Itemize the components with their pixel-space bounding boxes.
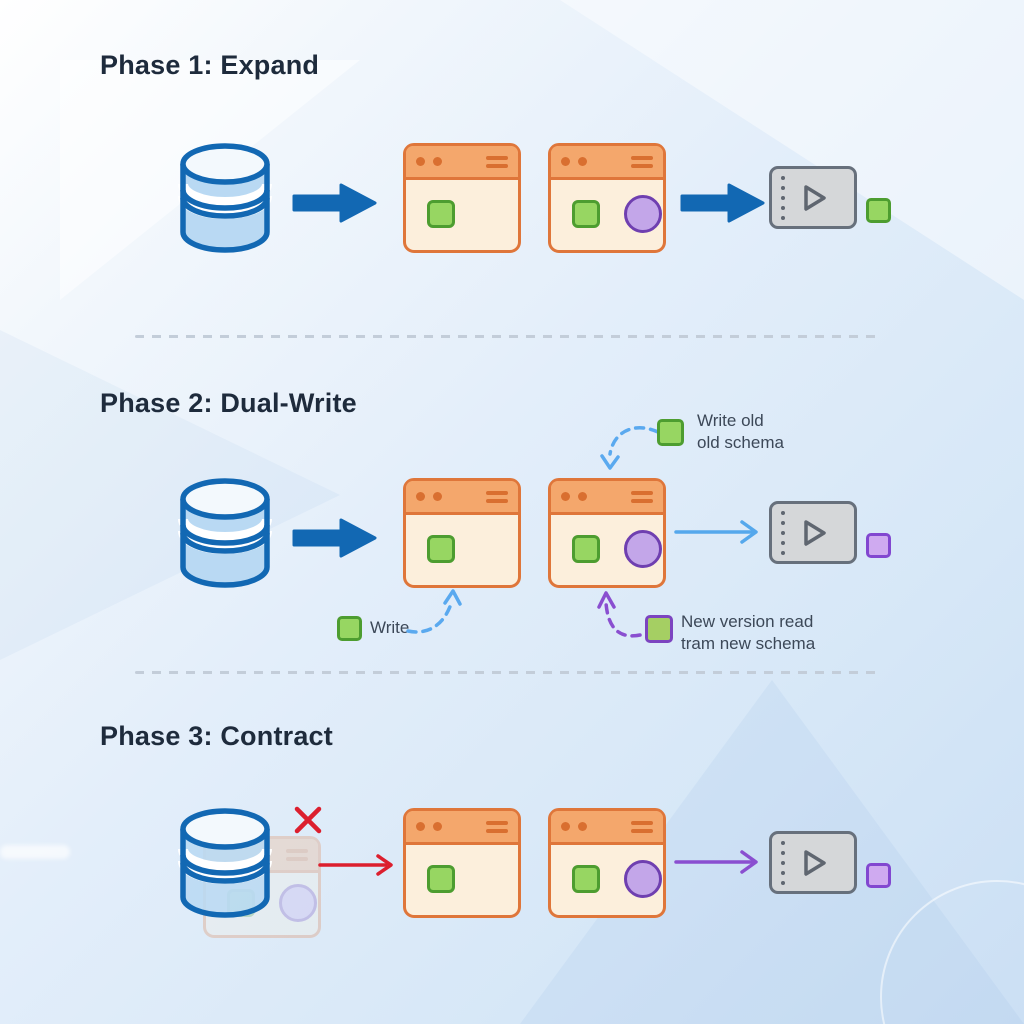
service-box-old [403, 478, 521, 588]
service-box-old [403, 808, 521, 918]
window-header [406, 481, 518, 515]
arrow-right-icon [292, 183, 377, 223]
window-header [406, 811, 518, 845]
write-old-line2: old schema [697, 433, 784, 452]
arrow-right-purple-icon [674, 850, 758, 874]
write-old-annotation: Write old old schema [697, 410, 784, 454]
menu-icon [486, 490, 508, 503]
red-x-icon [294, 806, 322, 834]
old-schema-field-icon [427, 199, 455, 228]
dashed-arrow-up-icon [406, 589, 462, 634]
play-icon [804, 184, 826, 211]
phase-divider [135, 671, 881, 674]
play-icon [804, 519, 826, 546]
dots-column-icon [781, 175, 785, 220]
window-body [406, 515, 518, 582]
window-body [406, 845, 518, 912]
consumer-reader-box [769, 831, 857, 894]
background-triangle [0, 330, 340, 660]
arrow-right-red-icon [318, 854, 393, 876]
dashed-arrow-up-icon [597, 591, 642, 638]
window-body [406, 180, 518, 247]
consumer-reader-box [769, 166, 857, 229]
old-schema-output-icon [866, 198, 891, 223]
menu-icon [286, 848, 308, 861]
new-version-line2: tram new schema [681, 634, 816, 653]
window-header [406, 146, 518, 180]
window-dot-icon [433, 822, 442, 831]
service-box-new [548, 808, 666, 918]
new-schema-field-icon [279, 883, 317, 922]
phase-1-title: Phase 1: Expand [100, 50, 320, 80]
service-box-old [403, 143, 521, 253]
old-schema-field-icon [657, 419, 684, 446]
background-streak [0, 845, 70, 859]
database-icon [178, 143, 272, 253]
new-schema-field-icon [624, 859, 662, 898]
service-box-new [548, 143, 666, 253]
dots-column-icon [781, 840, 785, 885]
window-dot-icon [561, 822, 570, 831]
old-schema-field-icon [572, 199, 600, 228]
dots-column-icon [781, 510, 785, 555]
window-dot-icon [561, 492, 570, 501]
window-header [551, 481, 663, 515]
menu-icon [631, 490, 653, 503]
consumer-reader-box [769, 501, 857, 564]
window-dot-icon [433, 492, 442, 501]
write-old-line1: Write old [697, 411, 764, 430]
window-dot-icon [416, 492, 425, 501]
window-body [551, 180, 663, 247]
window-dot-icon [561, 157, 570, 166]
window-dot-icon [578, 822, 587, 831]
arrow-right-thin-icon [674, 520, 758, 544]
new-version-field-icon [645, 615, 673, 643]
menu-icon [631, 155, 653, 168]
dashed-arrow-down-icon [600, 426, 660, 470]
new-schema-field-icon [624, 529, 662, 568]
new-schema-field-icon [624, 194, 662, 233]
window-dot-icon [433, 157, 442, 166]
play-icon [804, 849, 826, 876]
window-body [551, 515, 663, 582]
database-icon [178, 808, 272, 918]
window-dot-icon [416, 157, 425, 166]
new-version-annotation: New version read tram new schema [681, 611, 815, 655]
old-schema-field-icon [572, 864, 600, 893]
window-header [551, 146, 663, 180]
window-dot-icon [578, 492, 587, 501]
old-schema-field-icon [427, 864, 455, 893]
phase-3-title: Phase 3: Contract [100, 721, 333, 751]
window-body [551, 845, 663, 912]
old-schema-field-icon [427, 534, 455, 563]
old-schema-field-icon [572, 534, 600, 563]
new-schema-output-icon [866, 533, 891, 558]
menu-icon [631, 820, 653, 833]
new-version-line1: New version read [681, 612, 814, 631]
arrow-right-icon [292, 518, 377, 558]
database-icon [178, 478, 272, 588]
background-circle [880, 880, 1024, 1024]
new-schema-output-icon [866, 863, 891, 888]
window-dot-icon [416, 822, 425, 831]
write-annotation: Write [370, 618, 410, 637]
phase-2-title: Phase 2: Dual-Write [100, 388, 357, 418]
window-dot-icon [578, 157, 587, 166]
phase-divider [135, 335, 881, 338]
service-box-new [548, 478, 666, 588]
menu-icon [486, 155, 508, 168]
arrow-right-icon [680, 183, 765, 223]
window-header [551, 811, 663, 845]
menu-icon [486, 820, 508, 833]
old-schema-field-icon [337, 616, 362, 641]
